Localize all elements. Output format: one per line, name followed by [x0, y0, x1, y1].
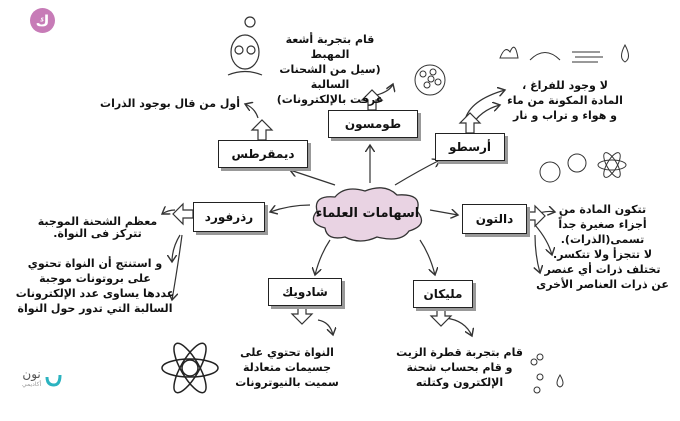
- box-millikan: مليكان: [413, 280, 473, 308]
- chadwick-note: النواة تحتوي على جسيمات متعادلة سميت بال…: [232, 345, 342, 390]
- oil-drop-icons: [530, 353, 564, 394]
- elements-icons: [499, 43, 629, 63]
- note-line: الإلكترون وكتلته: [415, 376, 504, 389]
- brand-sub: أكاديمي: [22, 381, 42, 388]
- brand-mark-icon: [45, 374, 62, 387]
- dalton-label: دالتون: [475, 212, 514, 226]
- rutherford-note-2: و استنتج أن النواة تحتوي على بروتونات مو…: [10, 256, 180, 316]
- note-line: لا وجود للفراغ ،: [522, 79, 608, 92]
- arrow-to-democritus: [290, 170, 336, 186]
- brand-logo-top: ك: [30, 8, 55, 33]
- aristotle-label: أرسطو: [448, 140, 492, 154]
- note-line: أجزاء صغيرة جداً: [558, 218, 647, 231]
- central-topic-cloud: اسهامات العلماء: [305, 183, 430, 243]
- chadwick-label: شادويك: [282, 285, 328, 299]
- note-line: عن ذرات العناصر الأخرى: [536, 278, 669, 291]
- brand-name: نون: [22, 367, 41, 381]
- box-democritus: ديمقرطس: [218, 140, 308, 168]
- note-line: و قام بحساب شحنة: [406, 361, 513, 374]
- rutherford-label: رذرفورد: [204, 210, 254, 224]
- box-thomson: طومسون: [328, 110, 418, 138]
- millikan-note: قام بتجربة قطرة الزيت و قام بحساب شحنة ا…: [392, 345, 527, 390]
- democritus-portrait-icon: [227, 16, 263, 76]
- note-line: لا تتجزأ ولا تتكسر.: [552, 248, 653, 261]
- note-line: النواة تحتوي على: [240, 346, 334, 359]
- note-line: تتكون المادة من: [558, 203, 647, 216]
- thomson-label: طومسون: [344, 117, 402, 131]
- note-line: و هواء و تراب و نار: [513, 109, 617, 122]
- box-dalton: دالتون: [462, 204, 527, 234]
- note-line: على بروتونات موجبة: [39, 272, 151, 285]
- note-line: معظم الشحنة الموجبة: [37, 215, 158, 228]
- dalton-atom-icons: [539, 152, 627, 183]
- brand-logo-bottom: نون أكاديمي: [22, 368, 62, 388]
- note-line: تسمى(الذرات).: [560, 233, 645, 246]
- arrow-to-aristotle: [394, 160, 440, 186]
- cloud-shape-icon: [312, 187, 423, 242]
- millikan-label: مليكان: [423, 287, 463, 301]
- box-aristotle: أرسطو: [435, 133, 505, 161]
- note-line: قام بتجربة قطرة الزيت: [396, 346, 523, 359]
- thomson-plum-pudding-icon: [414, 64, 446, 96]
- democritus-note: أول من قال بوجود الذرات: [100, 97, 240, 110]
- note-line: عرفت بالإلكترونات): [276, 93, 384, 106]
- box-rutherford: رذرفورد: [193, 202, 265, 232]
- rutherford-note-1: معظم الشحنة الموجبة تتركز فى النواة.: [30, 216, 165, 240]
- note-line: تتركز فى النواة.: [53, 227, 142, 240]
- thomson-note: قام بتجربة أشعة المهبط (سيل من الشحنات ا…: [265, 32, 395, 107]
- atom-icon: [161, 342, 219, 394]
- note-line: تختلف ذرات أي عنصر: [544, 263, 661, 276]
- note-line: السالبة التي تدور حول النواة: [17, 302, 173, 315]
- central-topic-title: اسهامات العلماء: [315, 205, 420, 221]
- aristotle-note: لا وجود للفراغ ، المادة المكونة من ماء و…: [500, 78, 630, 123]
- note-line: المادة المكونة من ماء: [507, 94, 623, 107]
- dalton-note: تتكون المادة من أجزاء صغيرة جداً تسمى(ال…: [535, 202, 670, 292]
- note-line: جسيمات متعادلة: [242, 361, 332, 374]
- note-line: و استنتج أن النواة تحتوي: [27, 257, 163, 270]
- box-chadwick: شادويك: [268, 278, 342, 306]
- note-line: عددها يساوى عدد الإلكترونات: [15, 287, 175, 300]
- note-line: قام بتجربة أشعة المهبط: [285, 33, 375, 61]
- note-line: (سيل من الشحنات السالبة: [279, 63, 381, 91]
- democritus-label: ديمقرطس: [231, 147, 295, 161]
- note-line: سميت بالنيوترونات: [235, 376, 339, 389]
